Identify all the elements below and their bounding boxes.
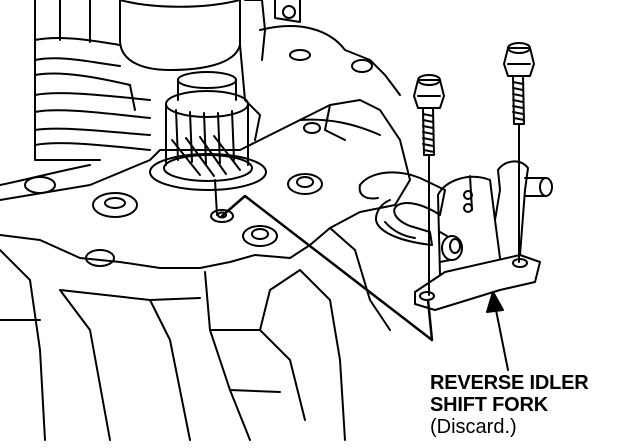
callout-line-1: REVERSE IDLER [430, 372, 589, 394]
reference-line [220, 194, 434, 342]
transmission-housing [0, 0, 411, 441]
mounting-bolt-left [413, 74, 445, 296]
gear-cluster [34, 0, 266, 161]
callout-line-2: SHIFT FORK [430, 394, 548, 416]
leader-arrow [486, 291, 509, 371]
mounting-bolt-right [503, 42, 535, 263]
reverse-idler-gear [149, 71, 267, 223]
reverse-idler-shift-fork [358, 160, 553, 311]
callout-note: (Discard.) [430, 416, 517, 438]
part-callout: REVERSE IDLER SHIFT FORK (Discard.) [430, 372, 620, 438]
